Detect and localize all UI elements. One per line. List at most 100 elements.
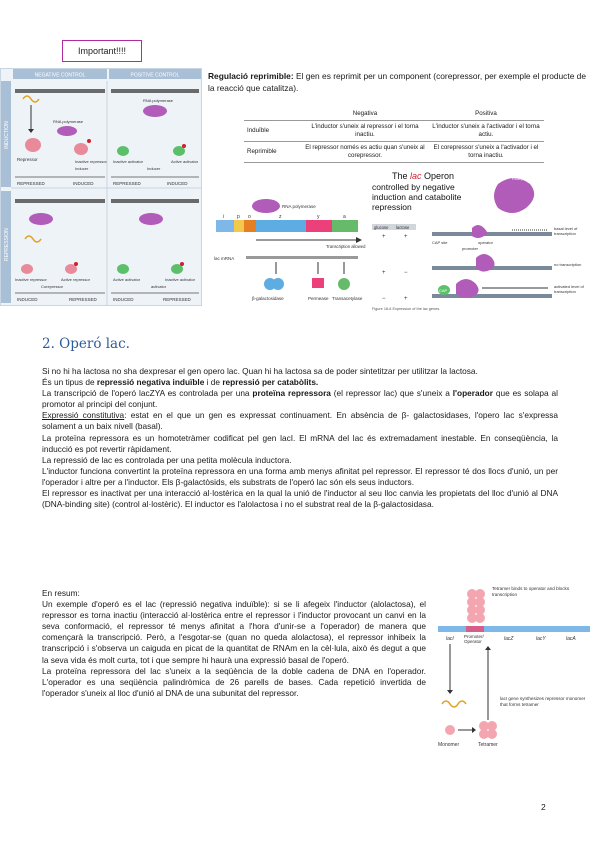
label-inactive-activator: Inactive activator [113,159,144,164]
label-lac-mrna: lac mRNA [214,256,234,261]
label-operator: operator [478,240,494,245]
product-label: Permease [308,296,329,301]
label-repressor: Repressor [17,157,38,162]
label-transcription: Transcription allowed [326,244,366,249]
regulacio-text: El gen es reprimit per un component (cor… [208,71,586,93]
lac-operon-control-figure: The lac Operon controlled by negative in… [372,171,584,311]
label-corepressor: Corepressor [41,284,64,289]
label-monomer: Monomer [438,742,459,748]
label-tetramer: Tetramer [478,742,498,748]
table-header: Positiva [427,108,544,121]
label-induced-1: INDUCED [73,181,94,186]
label-lactose: lactose [396,225,410,230]
table-cell: El corepressor s'uneix a l'activador i e… [427,141,544,163]
label-repressed-3: REPRESSED [69,297,98,302]
paragraph: És un tipus de repressió negativa induïb… [42,377,319,388]
paragraph: La proteïna repressora es un homotetràme… [42,432,558,454]
title-operon: Operon [422,171,455,181]
label-lacy: lacY [536,636,546,642]
label-inactive-activator-2: Inactive activator [165,277,196,282]
label-laca: lacA [566,636,576,642]
label-promoter: promoter [462,246,479,251]
label-rnapol-1: RNA polymerase [53,119,84,124]
figure-caption: Figure 18-6 Expression of the lac genes. [372,307,440,311]
gene-label: i [223,214,224,220]
paragraph: Expressió constitutiva: estat en el que … [42,410,558,432]
paragraph: El repressor es inactivat per una intera… [42,488,558,510]
label-active-activator-2: Active activator [113,277,141,282]
label-inducer-2: Inducer [147,166,161,171]
paragraph: La proteïna repressora del lac s'uneix a… [42,665,426,698]
important-note: Important!!!! [62,40,142,62]
label-induced-2: INDUCED [167,181,188,186]
label-repressed-1: REPRESSED [17,181,46,186]
table-row: Reprimible El repressor només es actiu q… [244,141,544,163]
label-inducer-1: Inducer [75,166,89,171]
label-rnapol-right: RNA polymerase [512,176,543,181]
paragraph: La transcripció de l'operó lacZYA es con… [42,388,558,410]
label-activated: activated level of transcription [554,284,584,294]
paragraph: Un exemple d'operó es el lac (repressió … [42,599,426,665]
label-cap-site: CAP site [432,240,448,245]
paragraph: L'inductor funciona convertint la proteï… [42,465,558,487]
label-tetramer-binds: Tetramer binds to operator and blocks tr… [492,586,570,597]
table-cell: Reprimible [244,141,302,163]
gene-label: o [248,214,251,220]
label-active-activator: Active activator [171,159,199,164]
table-header: Negativa [302,108,428,121]
label-cap: CAP [439,288,448,293]
regulation-table: Negativa Positiva Induïble L'inductor s'… [244,108,544,163]
table-header [244,108,302,121]
label-inactive-repressor: Inactive repressor [75,159,107,164]
row-sign: − [404,270,408,276]
label-basal: basal level of transcription [554,226,578,236]
title-pre: The [392,171,410,181]
row-sign: − [382,296,386,302]
label-glucose: glucose [374,225,389,230]
gene-label: z [279,214,282,220]
table-cell: Induïble [244,120,302,142]
row-sign: + [404,296,408,302]
summary-section: En resum: Un exemple d'operó es el lac (… [42,588,426,699]
table-cell: L'inductor s'uneix al repressor i el tor… [302,120,428,142]
row-induction: INDUCTION [4,121,10,149]
gene-label: a [343,214,346,220]
table-cell: El repressor només es actiu quan s'uneix… [302,141,428,163]
label-induced-3: INDUCED [17,297,38,302]
regulacio-reprimible: Regulació reprimible: El gen es reprimit… [208,70,592,94]
label-laci: lacI [446,636,454,642]
lac-operon-map-figure: RNA polymerase i p o z y a Transcription… [214,199,366,301]
col-positive: POSITIVE CONTROL [131,73,180,79]
tetramer-figure: Tetramer binds to operator and blocks tr… [438,586,590,748]
section-title: 2. Operó lac. [42,336,130,352]
label-repressed-2: REPRESSED [113,181,142,186]
label-rnapol-2: RNA polymerase [143,98,174,103]
title-rest: controlled by negative induction and cat… [372,182,462,212]
label-induced-4: INDUCED [113,297,134,302]
row-repression: REPRESSION [4,228,10,261]
product-label: Transacetylase [332,296,363,301]
col-negative: NEGATIVE CONTROL [35,73,86,79]
paragraph: Si no hi ha lactosa no sha dexpresar el … [42,366,478,376]
label-laci-synth: lacI gene synthesizes repressor monomer … [500,696,586,707]
label-rnapol-mid: RNA polymerase [282,204,316,209]
section-body: Si no hi ha lactosa no sha dexpresar el … [42,366,558,510]
table-row: Induïble L'inductor s'uneix al repressor… [244,120,544,142]
label-activator: activator [151,284,167,289]
title-lac: lac [410,171,422,181]
regulacio-heading: Regulació reprimible: [208,71,294,81]
table-header-row: Negativa Positiva [244,108,544,121]
product-label: β-galactosidase [252,296,284,301]
gene-label: p [237,214,240,220]
svg-text:The lac Operon: The lac Operon [392,171,454,181]
row-sign: + [404,234,408,240]
table-cell: L'inductor s'uneix a l'activador i el to… [427,120,544,142]
gene-label: y [317,214,320,220]
label-inactive-repressor-2: Inactive repressor [15,277,47,282]
label-no-transcription: no transcription [554,262,582,267]
row-sign: + [382,270,386,276]
paragraph: La repressió de lac es controlada per un… [42,454,292,465]
label-active-repressor: Active repressor [61,277,91,282]
control-types-figure: NEGATIVE CONTROL POSITIVE CONTROL INDUCT… [0,68,202,306]
label-promoter-operator: Promoter/ Operator [464,634,484,645]
